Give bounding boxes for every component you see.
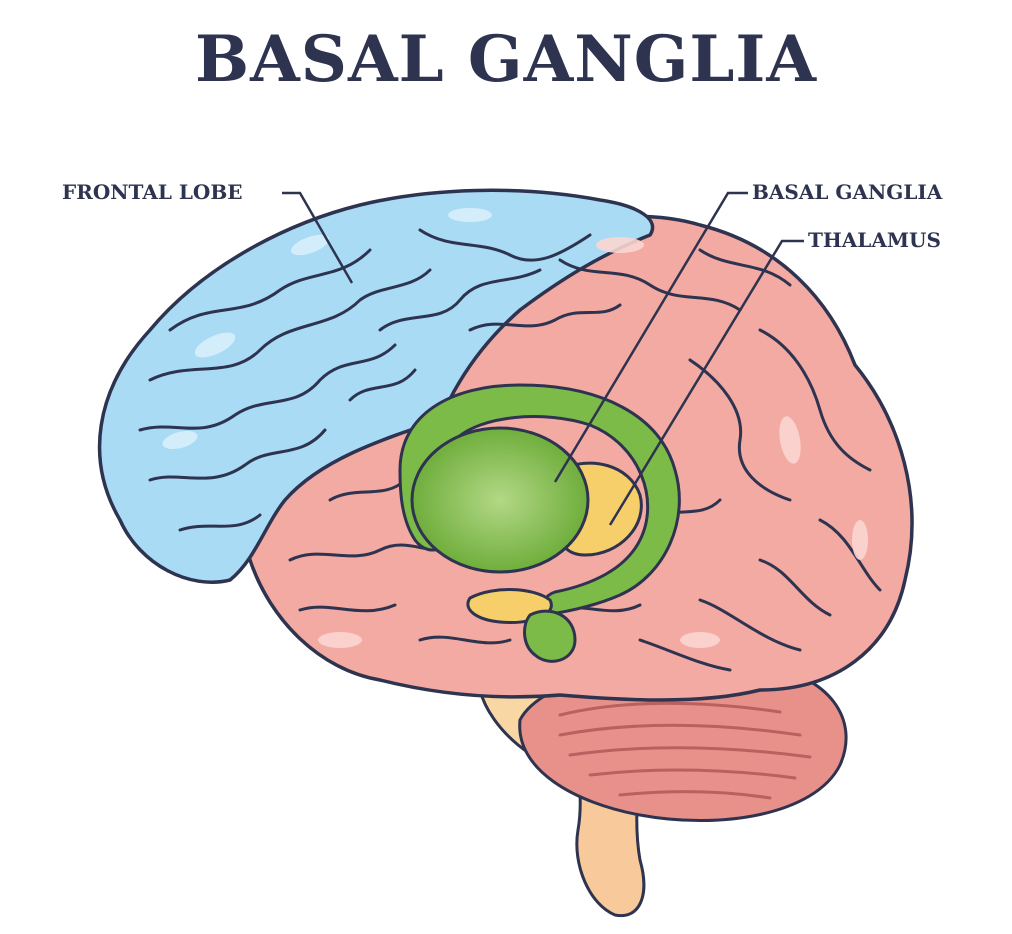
frontal-lobe-leader [282,191,354,284]
thalamus-leader [608,239,804,526]
frontal-lobe-highlights [162,208,492,450]
thalamus-label: THALAMUS [808,228,941,252]
cerebrum-highlights [318,237,868,648]
frontal-lobe-label: FRONTAL LOBE [62,180,243,204]
lower-nucleus [523,609,577,663]
frontal-lobe-gyri [138,228,592,532]
basal-ganglia-leader [553,191,748,483]
cerebellum-folia [558,701,812,800]
basal-ganglia-label: BASAL GANGLIA [752,180,943,204]
lentiform-nucleus [410,426,590,574]
leader-lines [282,191,804,526]
diagram-title: BASAL GANGLIA [195,22,817,97]
